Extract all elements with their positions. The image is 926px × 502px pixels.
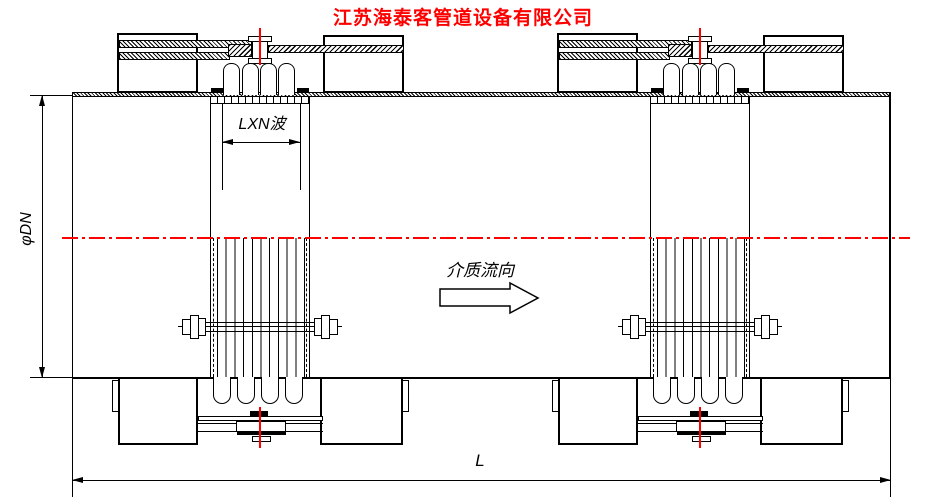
- nominal-diameter-label: φDN: [18, 212, 35, 246]
- bellows-inner-edge-left: [653, 238, 654, 377]
- bottom-bar: [237, 431, 286, 435]
- tie-rod-sleeve: [668, 44, 692, 57]
- dim-line-bellows: [222, 142, 300, 143]
- dim-ext-line-right: [890, 378, 891, 497]
- bellows-wave-bottom: [261, 377, 279, 404]
- bottom-bar: [677, 431, 726, 435]
- bellows-wave-top: [223, 63, 240, 95]
- dim-arrow-right: [880, 477, 891, 483]
- top-lug-plate-right: [323, 35, 404, 93]
- bellows-collar: [210, 96, 310, 104]
- bottom-nut-lower: [692, 436, 711, 442]
- tie-rod-right: [708, 45, 844, 53]
- bellows-wave-top: [682, 63, 699, 95]
- bellows-shell-left-edge: [210, 104, 211, 377]
- weld-mark-left: [651, 88, 663, 93]
- bellows-inner-edge-right: [746, 238, 747, 377]
- block-side-plate-left: [552, 380, 559, 412]
- bellows-convolutions: [657, 238, 745, 377]
- bellows-convolutions: [217, 238, 305, 377]
- bellows-wave-bottom: [725, 377, 743, 404]
- limit-rod-nut-right: [329, 319, 338, 335]
- top-lug-plate-right: [763, 35, 844, 93]
- bottom-nut-lower: [252, 436, 271, 442]
- red-centerline-tick-top: [699, 28, 701, 65]
- dim-line-length: [72, 480, 891, 481]
- red-centerline-tick-top: [259, 28, 261, 65]
- dim-ext-line-bottom: [30, 377, 72, 378]
- bellows-wave-bottom: [677, 377, 695, 404]
- bellows-wave-bottom: [213, 377, 231, 404]
- bellows-wave-top: [278, 63, 295, 95]
- bottom-clamp-block-left: [558, 377, 638, 445]
- dim-arrow-up: [39, 95, 45, 106]
- bellows-wave-top: [718, 63, 735, 95]
- bellows-wave-top: [260, 63, 277, 95]
- pipe-bottom-wall: [72, 377, 891, 379]
- tie-rod-lower: [559, 52, 670, 60]
- tie-rod-sleeve: [228, 44, 252, 57]
- bellows-wave-bottom: [701, 377, 719, 404]
- tie-rod-lower: [119, 52, 230, 60]
- bellows-collar: [650, 96, 750, 104]
- pipe-right-edge: [889, 92, 891, 378]
- weld-mark-right: [297, 88, 309, 93]
- dim-ext-line: [222, 104, 223, 190]
- red-centerline-tick-bottom: [259, 407, 261, 448]
- dim-arrow-left: [222, 139, 233, 145]
- block-side-plate-left: [112, 380, 119, 412]
- bellows-inner-edge-right: [306, 238, 307, 377]
- limit-rod-axis: [618, 326, 782, 327]
- limit-rod-nut-right: [769, 319, 778, 335]
- dim-ext-line: [300, 104, 301, 190]
- bellows-shell-left-edge: [650, 104, 651, 377]
- limit-rod-nut-left: [638, 318, 646, 336]
- block-side-plate-right: [842, 380, 849, 412]
- bottom-clamp-block-right: [320, 377, 403, 445]
- company-title: 江苏海泰客管道设备有限公司: [332, 8, 593, 29]
- dim-ext-line-top: [30, 95, 72, 96]
- dim-arrow-right: [289, 139, 300, 145]
- limit-rod-axis: [178, 326, 342, 327]
- limit-rod: [645, 322, 755, 332]
- dim-arrow-down: [39, 367, 45, 378]
- bottom-clamp-block-right: [760, 377, 843, 445]
- bellows-length-label: LXN波: [238, 116, 286, 133]
- dim-line-diameter: [42, 95, 43, 378]
- bottom-clamp-block-left: [118, 377, 198, 445]
- bellows-wave-top: [242, 63, 259, 95]
- flow-direction-arrow-icon: [439, 281, 540, 315]
- bellows-wave-top: [663, 63, 680, 95]
- bellows-wave-bottom: [285, 377, 303, 404]
- block-side-plate-right: [402, 380, 409, 412]
- weld-mark-left: [211, 88, 223, 93]
- dim-arrow-left: [72, 477, 83, 483]
- pipe-top-wall: [72, 92, 891, 97]
- weld-mark-right: [737, 88, 749, 93]
- bellows-inner-edge-left: [213, 238, 214, 377]
- limit-rod: [205, 322, 315, 332]
- bellows-wave-bottom: [237, 377, 255, 404]
- pipe-left-edge: [72, 92, 73, 378]
- bellows-shell-right-edge: [749, 104, 750, 377]
- dim-ext-line-left: [72, 378, 73, 497]
- red-pipe-centerline: [62, 237, 910, 239]
- limit-rod-nut-left: [198, 318, 206, 336]
- bellows-wave-top: [700, 63, 717, 95]
- bellows-wave-bottom: [653, 377, 671, 404]
- overall-length-label: L: [475, 451, 485, 470]
- tie-rod-right: [268, 45, 404, 53]
- bellows-shell-right-edge: [309, 104, 310, 377]
- flow-direction-label: 介质流向: [446, 261, 514, 280]
- red-centerline-tick-bottom: [699, 407, 701, 448]
